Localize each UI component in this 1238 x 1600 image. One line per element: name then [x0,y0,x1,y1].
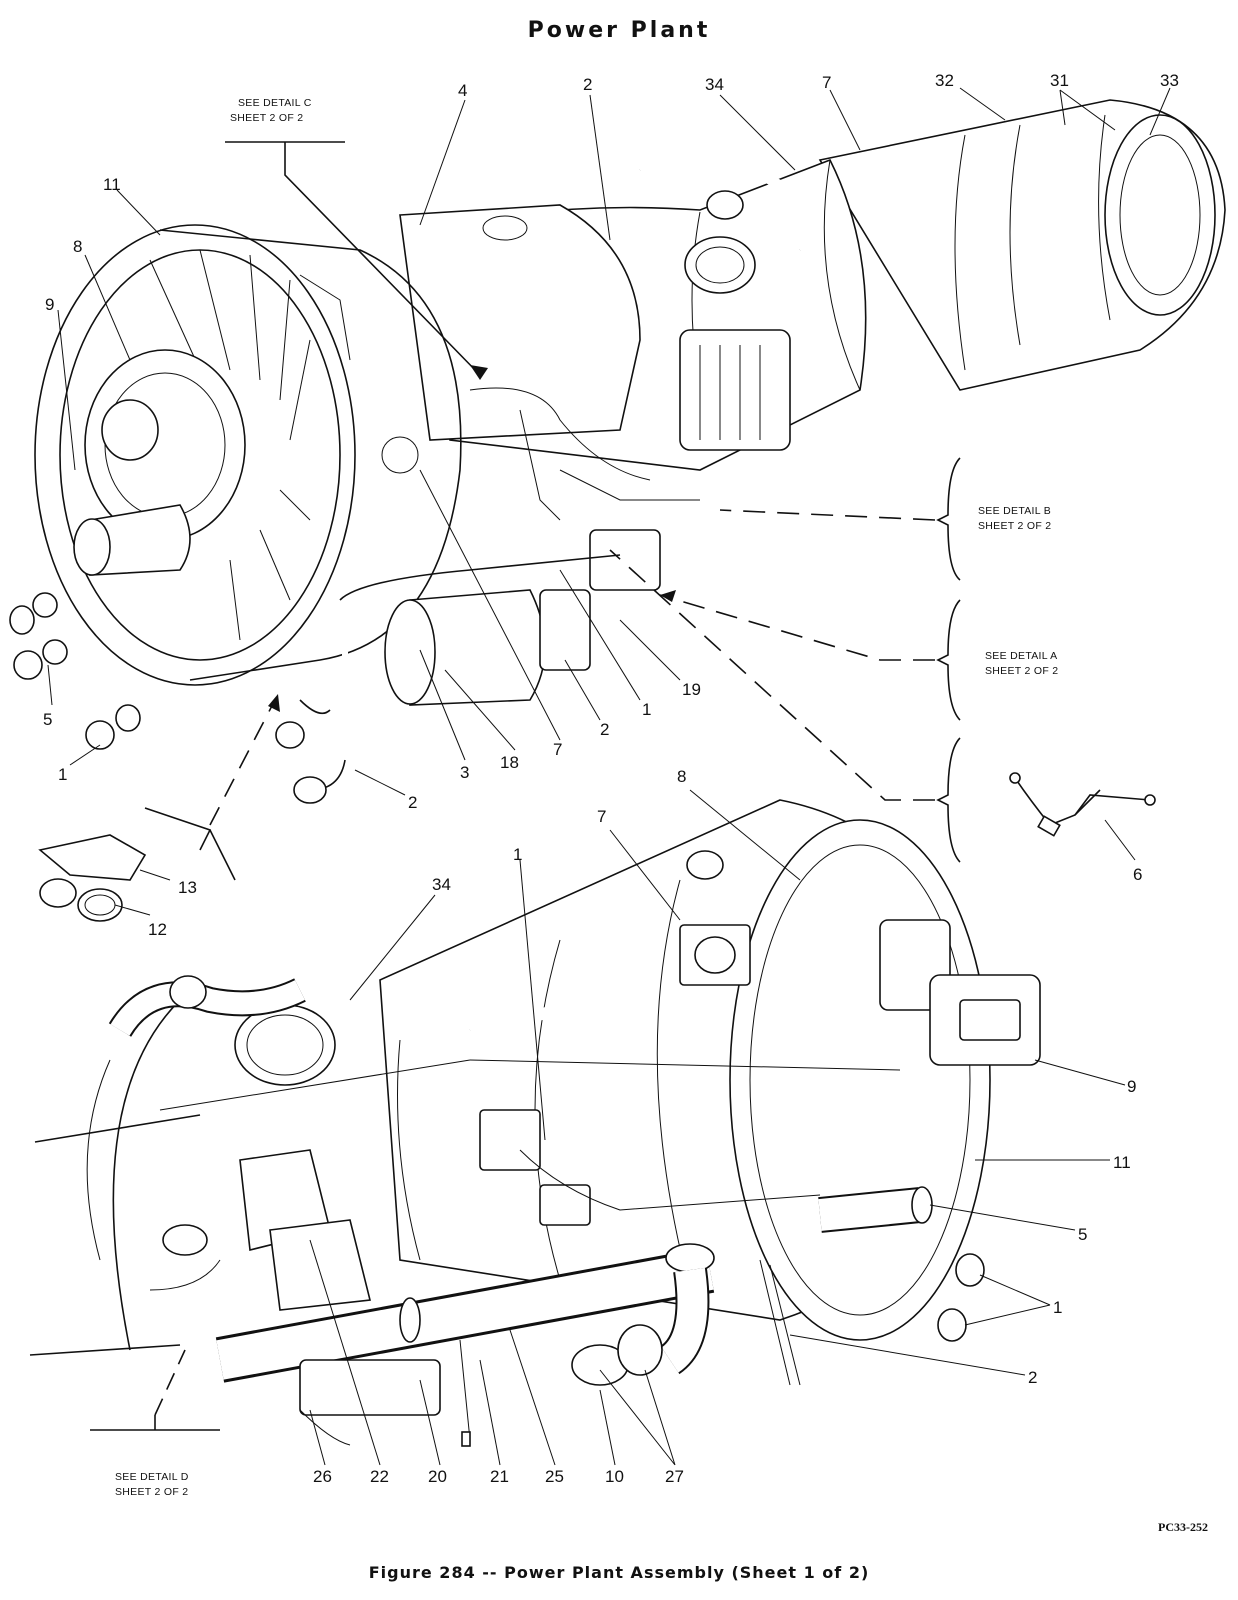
detail-d-line2: SHEET 2 OF 2 [115,1486,188,1498]
detail-a-line2: SHEET 2 OF 2 [985,665,1058,677]
callout-2: 2 [408,793,417,812]
callout-1: 1 [513,845,522,864]
callout-34: 34 [705,75,724,94]
callout-8: 8 [677,767,686,786]
callout-11: 11 [1113,1153,1131,1172]
callout-7: 7 [553,740,562,759]
callout-5: 5 [43,710,52,729]
detail-b-line1: SEE DETAIL B [978,505,1051,517]
page-title: Power Plant [527,18,711,43]
callout-1: 1 [58,765,67,784]
callout-2: 2 [600,720,609,739]
callout-34: 34 [432,875,451,894]
callout-21: 21 [490,1467,509,1486]
detail-d-line1: SEE DETAIL D [115,1471,189,1483]
callout-32: 32 [935,71,954,90]
detail-c-line1: SEE DETAIL C [238,97,312,109]
lower-engine-view [29,799,1041,1447]
callout-10: 10 [605,1467,624,1486]
detail-c-line2: SHEET 2 OF 2 [230,112,303,124]
callout-1: 1 [642,700,651,719]
callout-2: 2 [1028,1368,1037,1387]
callout-31: 31 [1050,71,1069,90]
callout-5: 5 [1078,1225,1087,1244]
callout-8: 8 [73,237,82,256]
figure-caption: Figure 284 -- Power Plant Assembly (Shee… [368,1563,870,1582]
detail-references: SEE DETAIL C SHEET 2 OF 2 SEE DETAIL B S… [115,97,1058,1498]
callout-7: 7 [597,807,606,826]
small-parts-detail [38,772,1156,922]
leader-lines [47,87,1171,1466]
detail-a-line1: SEE DETAIL A [985,650,1057,662]
callout-6: 6 [1133,865,1142,884]
callout-3: 3 [460,763,469,782]
callout-11: 11 [103,175,121,194]
callout-9: 9 [45,295,54,314]
callout-26: 26 [313,1467,332,1486]
upper-engine-view [9,99,1226,804]
callout-25: 25 [545,1467,564,1486]
drawing-code: PC33-252 [1158,1520,1208,1534]
callout-2: 2 [583,75,592,94]
callout-13: 13 [178,878,197,897]
callout-27: 27 [665,1467,684,1486]
callout-1: 1 [1053,1298,1062,1317]
callout-7: 7 [822,73,831,92]
callout-33: 33 [1160,71,1179,90]
callout-22: 22 [370,1467,389,1486]
callout-labels: 4 2 34 7 32 31 33 11 8 9 5 1 2 3 18 7 2 … [43,71,1179,1486]
callout-9: 9 [1127,1077,1136,1096]
callout-12: 12 [148,920,167,939]
callout-18: 18 [500,753,519,772]
detail-b-line2: SHEET 2 OF 2 [978,520,1051,532]
callout-20: 20 [428,1467,447,1486]
callout-19: 19 [682,680,701,699]
callout-4: 4 [458,81,467,100]
